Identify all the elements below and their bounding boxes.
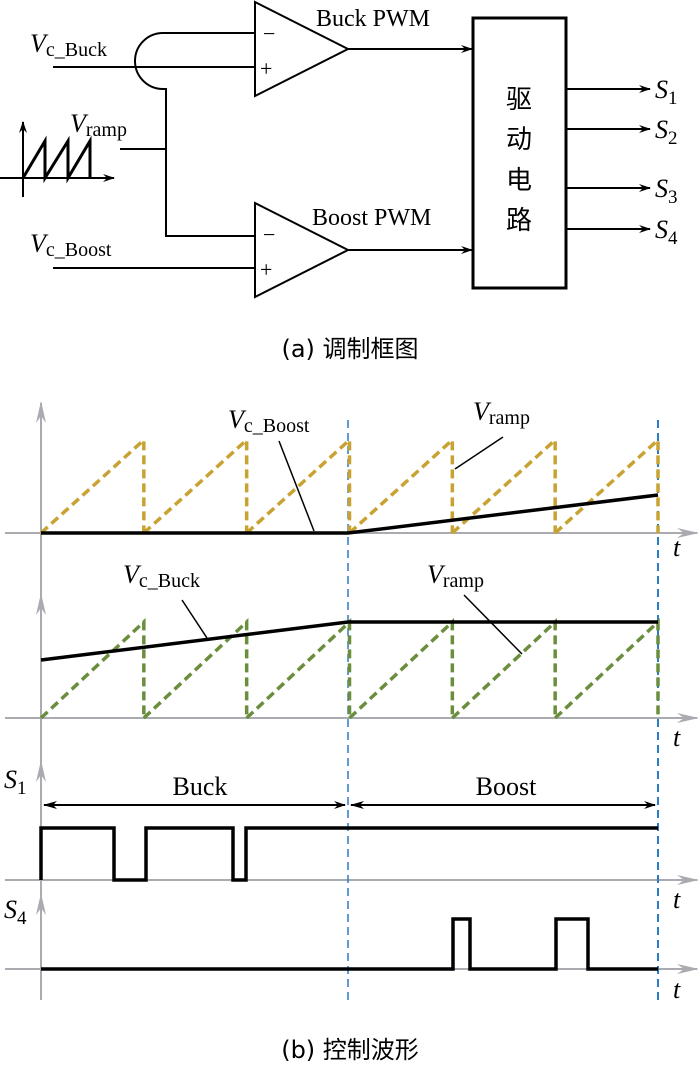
plot1-vramp-leader [454,436,504,470]
plot1-vc-boost-label: Vc_Boost [228,405,310,437]
s4-output-label: S4 [655,215,678,249]
vc-boost-leader [278,440,315,532]
ramp-period [348,617,455,720]
t-label-plot1: t [673,533,681,562]
vramp-label: Vramp [70,109,127,141]
boost-plus-sign: + [260,257,272,282]
driver-char-2: 动 [506,125,532,155]
modulation-block-diagram: Vc_Buck Vramp Vc_Boost − + Buck PWM − + [0,0,678,299]
driver-char-1: 驱 [506,85,532,115]
ramp-period [142,617,249,720]
plot1-vramp-label: Vramp [473,397,530,429]
t-label-plot3: t [673,885,681,914]
plot2-vc-buck-label: Vc_Buck [123,560,200,592]
control-waveforms: t t t t Vc_Boost Vramp Vc_Buck Vramp S1 … [4,397,699,1004]
s4-signal-label: S4 [4,895,27,929]
driver-char-4: 路 [506,206,532,236]
t-label-plot4: t [673,975,681,1004]
s1-trace [39,826,658,882]
caption-b: (b) 控制波形 [281,1036,419,1064]
ramp-period [39,617,146,720]
t-label-plot2: t [673,723,681,752]
ramp-period [348,436,455,535]
ramp-icon [0,121,115,197]
boost-region-label: Boost [476,772,537,801]
s1-output-label: S1 [655,75,678,109]
buck-region-label: Buck [173,772,228,801]
buck-plus-sign: + [260,56,272,81]
boost-comparator: − + [254,201,351,299]
ramp-period [39,436,146,535]
ramp-period [245,436,352,535]
plot2-ramp-wave [39,617,660,720]
vc-buck-trace [40,620,658,662]
driver-circuit-block [471,16,568,290]
plot1-ramp-wave [39,436,660,535]
ramp-period [451,436,557,535]
s3-output-label: S3 [655,174,678,208]
vc-buck-label: Vc_Buck [30,29,107,61]
driver-char-3: 电 [506,166,532,196]
boost-minus-sign: − [263,222,275,247]
s1-signal-label: S1 [4,765,27,799]
ramp-period [553,617,660,720]
caption-a: (a) 调制框图 [281,335,418,363]
buck-pwm-label: Buck PWM [316,6,430,32]
s2-output-label: S2 [655,115,678,149]
vc-boost-trace [41,493,659,535]
buck-minus-sign: − [263,21,275,46]
ramp-period [553,436,660,535]
vc-boost-label: Vc_Boost [30,229,112,261]
ramp-period [245,617,352,720]
plot2-vramp-label: Vramp [427,560,484,592]
buck-comparator: − + [254,0,351,98]
vc-buck-leader [181,599,208,639]
vramp-wire [134,32,255,237]
boost-pwm-label: Boost PWM [312,205,431,231]
s4-trace [41,917,658,971]
ramp-period [142,436,249,535]
plot2-vramp-leader [463,594,523,655]
